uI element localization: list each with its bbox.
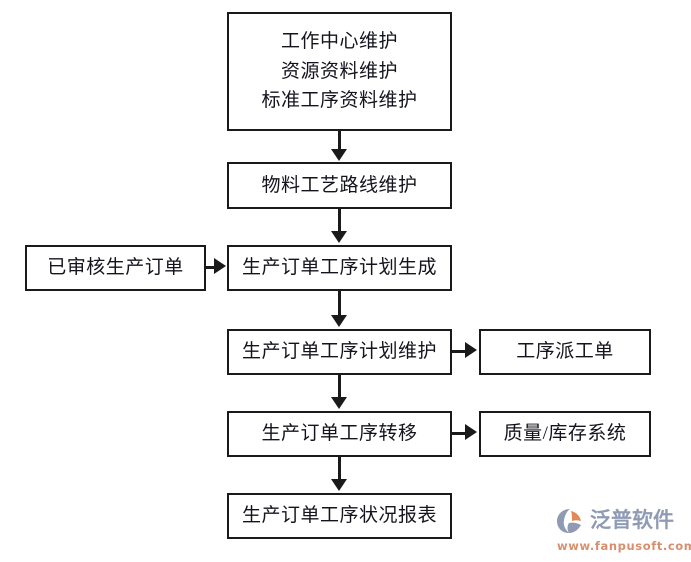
connector-routing-to-plan-generation bbox=[338, 209, 341, 233]
node-qc-inv-label: 质量/库存系统 bbox=[503, 423, 627, 445]
arrow-down-icon bbox=[331, 315, 347, 327]
node-operation-plan-maintenance[interactable]: 生产订单工序计划维护 bbox=[227, 329, 452, 375]
connector-plan-generation-to-plan-maintenance bbox=[338, 291, 341, 317]
node-material-routing-maintenance[interactable]: 物料工艺路线维护 bbox=[227, 162, 452, 209]
node-master-data-line-3: 标准工序资料维护 bbox=[261, 90, 418, 112]
node-operation-status-report[interactable]: 生产订单工序状况报表 bbox=[227, 493, 452, 539]
node-operation-dispatch-order[interactable]: 工序派工单 bbox=[479, 329, 651, 375]
arrow-right-icon bbox=[214, 258, 226, 274]
arrow-right-icon bbox=[465, 342, 477, 358]
node-dispatch-label: 工序派工单 bbox=[516, 341, 614, 363]
arrow-down-icon bbox=[331, 397, 347, 409]
watermark: 泛普软件 www.fanpusoft.com bbox=[556, 504, 691, 556]
node-operation-plan-generation[interactable]: 生产订单工序计划生成 bbox=[227, 245, 452, 291]
node-master-data[interactable]: 工作中心维护 资源资料维护 标准工序资料维护 bbox=[227, 12, 452, 131]
node-master-data-line-1: 工作中心维护 bbox=[280, 31, 398, 53]
node-op-plan-maint-label: 生产订单工序计划维护 bbox=[241, 341, 437, 363]
arrow-down-icon bbox=[331, 149, 347, 161]
arrow-down-icon bbox=[331, 231, 347, 243]
node-op-plan-gen-label: 生产订单工序计划生成 bbox=[241, 257, 437, 279]
connector-plan-maintenance-to-dispatch bbox=[452, 350, 467, 353]
watermark-brand-name: 泛普软件 bbox=[590, 508, 674, 532]
connector-plan-maintenance-to-transfer bbox=[338, 375, 341, 399]
arrow-down-icon bbox=[331, 479, 347, 491]
node-op-transfer-label: 生产订单工序转移 bbox=[261, 423, 418, 445]
node-approved-mo-label: 已审核生产订单 bbox=[47, 257, 184, 279]
node-status-report-label: 生产订单工序状况报表 bbox=[241, 505, 437, 527]
fanpu-logo-icon bbox=[557, 508, 581, 533]
node-approved-production-order[interactable]: 已审核生产订单 bbox=[25, 245, 206, 291]
connector-approved-mo-to-plan-generation bbox=[206, 266, 218, 269]
connector-master-data-to-routing bbox=[338, 131, 341, 151]
watermark-url: www.fanpusoft.com bbox=[557, 538, 691, 553]
node-operation-transfer[interactable]: 生产订单工序转移 bbox=[227, 411, 452, 457]
node-master-data-line-2: 资源资料维护 bbox=[280, 60, 398, 82]
connector-transfer-to-status-report bbox=[338, 457, 341, 481]
connector-transfer-to-quality-inventory bbox=[452, 432, 467, 435]
node-routing-label: 物料工艺路线维护 bbox=[261, 174, 418, 196]
node-quality-inventory-system[interactable]: 质量/库存系统 bbox=[479, 411, 651, 457]
watermark-brand-row: 泛普软件 bbox=[556, 508, 674, 534]
arrow-right-icon bbox=[465, 424, 477, 440]
